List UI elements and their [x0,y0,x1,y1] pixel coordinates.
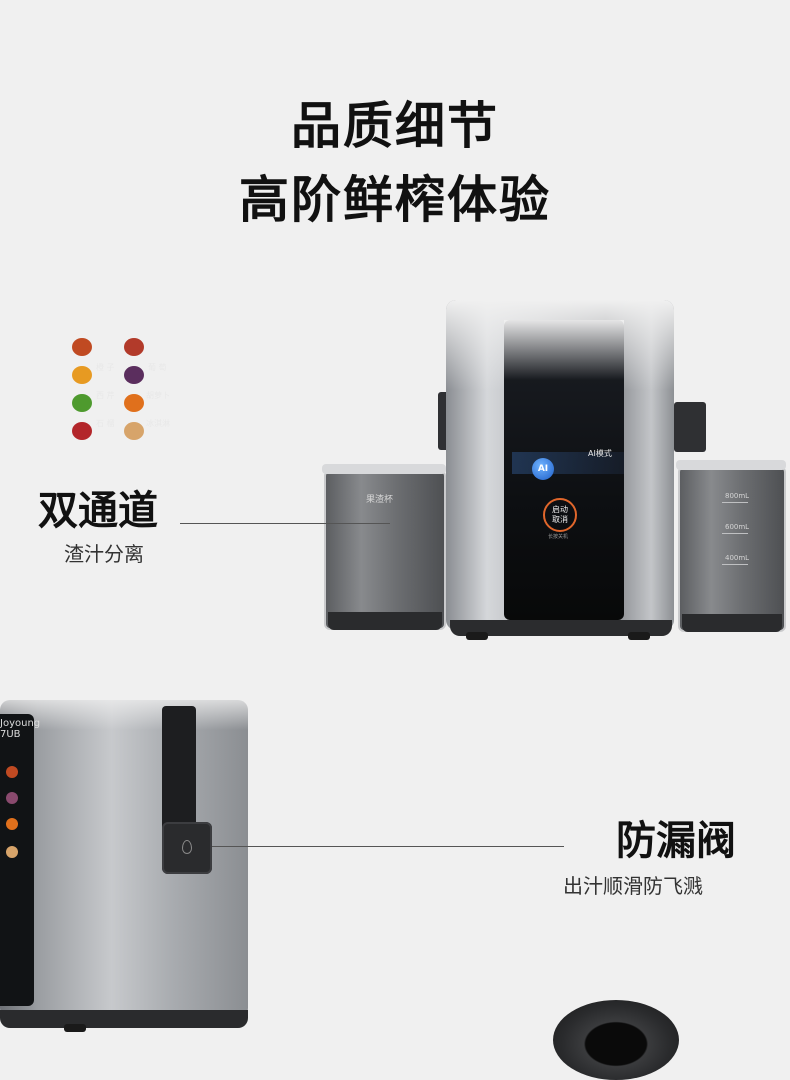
start-label: 启动 [552,505,568,514]
closeup-fruit-icon [6,846,18,858]
feature-anti-leak-subtitle: 出汁顺滑防飞溅 [563,874,703,898]
orange-icon [72,366,92,384]
measure-600: 600mL [725,523,750,531]
ai-badge: AI [532,458,554,480]
measure-800: 800mL [725,492,750,500]
feature-anti-leak-title: 防漏阀 [616,818,736,864]
leader-line-dual-channel [180,523,390,524]
closeup-top-fade [0,690,248,730]
closeup-juice-channel [162,706,196,842]
start-cancel-button: 启动 取消 [543,498,577,532]
closeup-base [0,1010,248,1028]
juicer-foot [628,632,650,640]
cancel-label: 取消 [552,515,568,524]
menu-row: 石 榴 冰淇淋 [66,418,174,444]
closeup-juicer-image [0,690,250,1030]
closeup-fruit-icon [6,792,18,804]
carrot-icon [124,394,144,412]
pomegranate-icon [72,422,92,440]
headline-line-2: 高阶鲜榨体验 [239,171,551,229]
feature-dual-channel-subtitle: 渣汁分离 [64,542,144,566]
closeup-screen [0,714,34,1006]
menu-label-pomegranate: 石 榴 [96,419,115,428]
menu-row [66,334,174,360]
fruit-icon [124,338,144,356]
juice-cup-bottom [682,614,782,632]
measure-400: 400mL [725,554,750,562]
closeup-foot [64,1024,86,1032]
celery-icon [72,394,92,412]
ai-mode-label: AI模式 [588,449,612,458]
menu-row: 西 芹 胡萝卜 [66,390,174,416]
closeup-fruit-icon [6,818,18,830]
icecream-icon [124,422,144,440]
fruit-icon [72,338,92,356]
closeup-fruit-icon [6,766,18,778]
menu-label-icecream: 冰淇淋 [146,419,170,428]
feature-dual-channel-title: 双通道 [38,488,158,534]
leader-line-anti-leak [212,846,564,847]
pulp-cup-bottom [328,612,442,630]
measure-line [722,502,748,503]
juicer-base [450,620,672,636]
juicer-foot [466,632,488,640]
menu-label-celery: 西 芹 [96,391,115,400]
juice-cup-rim [676,460,786,470]
measure-line [722,533,748,534]
pulp-cup-rim [322,464,446,474]
headline-line-1: 品质细节 [291,97,499,155]
menu-row: 橙 子 葡 萄 [66,362,174,388]
menu-label-grape: 葡 萄 [148,363,167,372]
juice-cup-body [678,466,786,632]
right-spout [674,402,706,452]
menu-label-orange: 橙 子 [96,363,115,372]
start-caption: 长按关机 [548,534,569,540]
rubber-ring-part [553,1000,679,1080]
measure-line [722,564,748,565]
grape-icon [124,366,144,384]
pulp-cup-label: 果渣杯 [366,495,394,505]
closeup-brand: Joyoung 7UB [0,718,41,740]
menu-label-carrot: 胡萝卜 [146,391,170,400]
drop-icon [182,840,192,854]
